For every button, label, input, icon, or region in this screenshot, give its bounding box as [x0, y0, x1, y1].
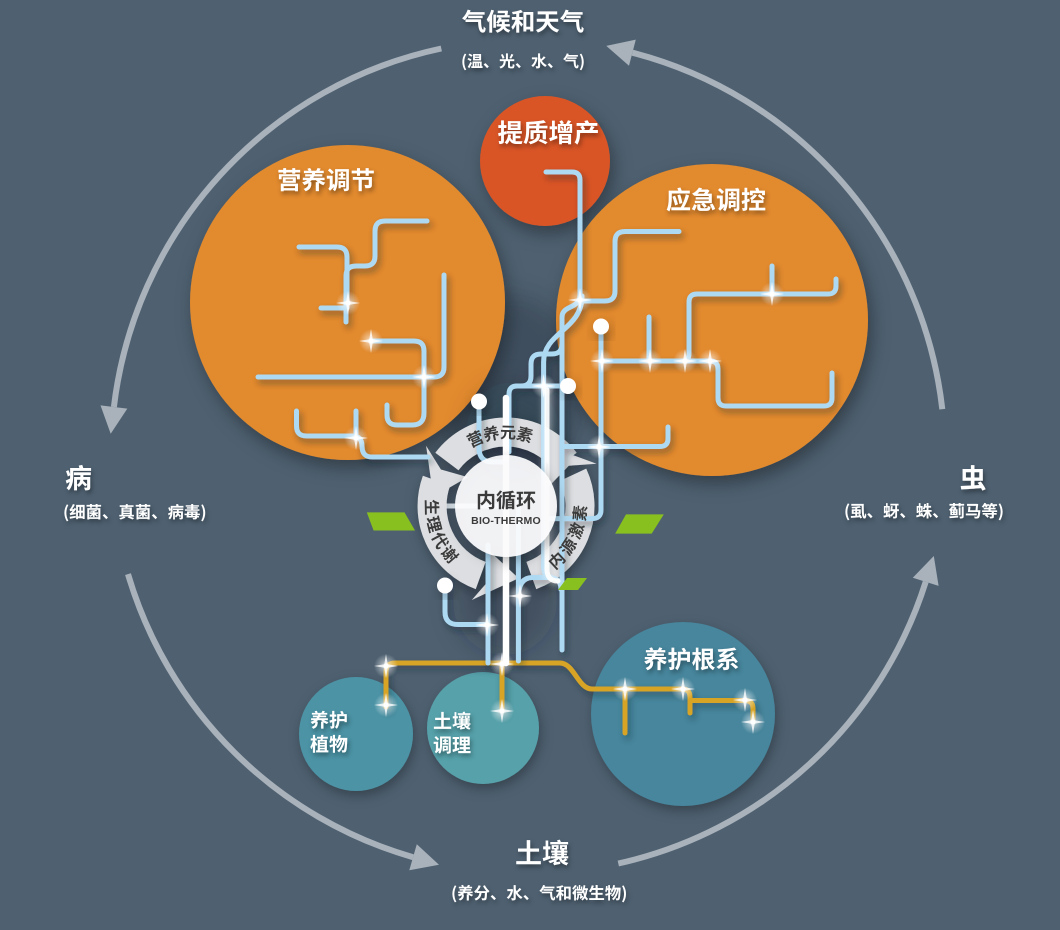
svg-text:BIO-THERMO: BIO-THERMO [471, 515, 541, 527]
